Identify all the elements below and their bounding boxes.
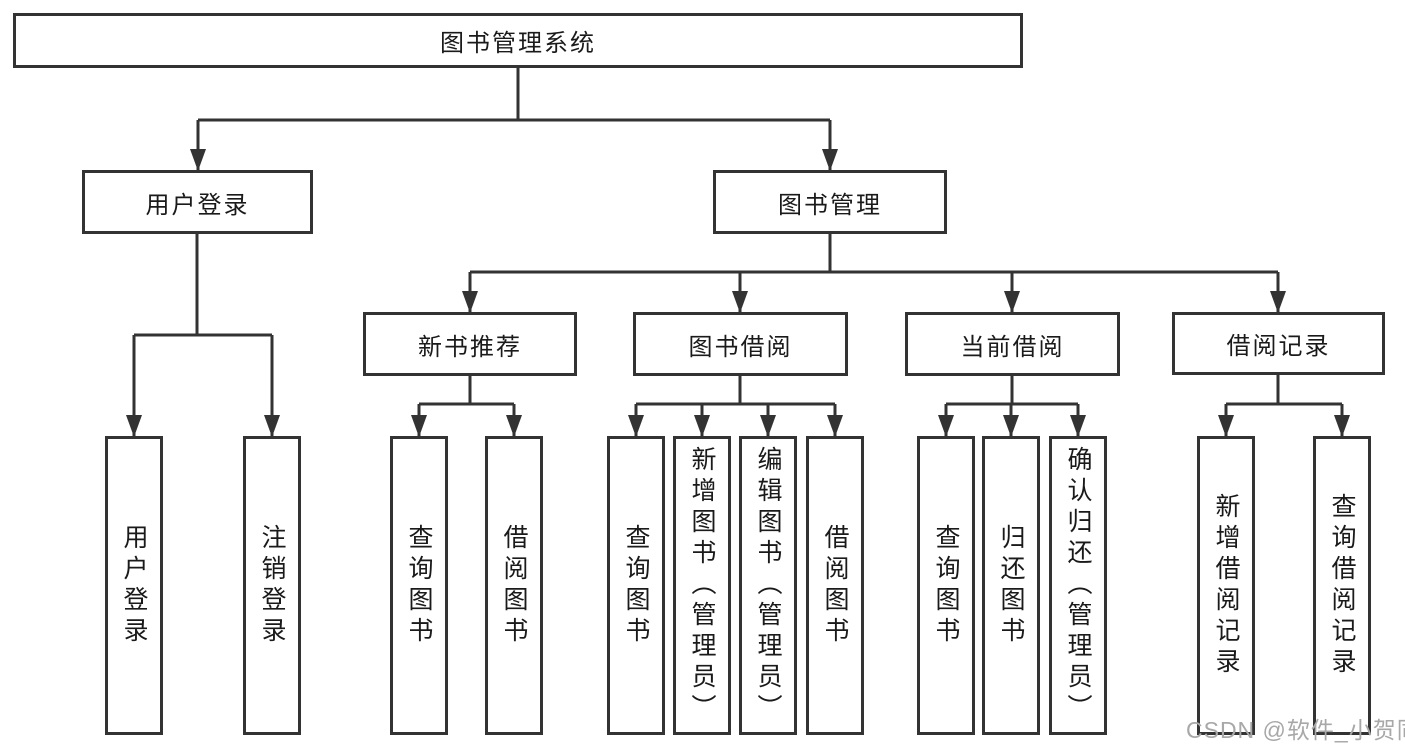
- node-leaf-bb-edit-books-admin-label: 编辑图书（管理员）: [754, 446, 782, 725]
- node-leaf-cb-return-books-label: 归还图书: [997, 523, 1025, 648]
- node-leaf-bb-borrow-books-label: 借阅图书: [821, 523, 849, 648]
- node-leaf-logout: 注销登录: [243, 436, 301, 735]
- node-book-borrow-label: 图书借阅: [688, 333, 793, 361]
- connector-current-borrow-children: [938, 376, 1086, 437]
- node-leaf-user-login-label: 用户登录: [120, 523, 148, 648]
- watermark-text: CSDN @软件_小贺同学: [1186, 717, 1405, 743]
- node-leaf-cb-query-books-label: 查询图书: [932, 523, 960, 648]
- connector-borrow-records-children: [1218, 375, 1350, 437]
- node-leaf-br-add-record: 新增借阅记录: [1197, 436, 1255, 735]
- node-book-management: 图书管理: [713, 170, 947, 234]
- node-leaf-br-query-record: 查询借阅记录: [1313, 436, 1371, 735]
- node-leaf-bb-add-books-admin-label: 新增图书（管理员）: [688, 446, 716, 725]
- connector-user-login-children: [126, 234, 280, 437]
- node-leaf-nb-query-books-label: 查询图书: [405, 523, 433, 648]
- node-new-book-recommend: 新书推荐: [363, 312, 577, 376]
- node-leaf-bb-edit-books-admin: 编辑图书（管理员）: [739, 436, 797, 735]
- node-user-login: 用户登录: [82, 170, 313, 234]
- connector-new-book-children: [411, 376, 522, 437]
- node-root-label: 图书管理系统: [440, 30, 596, 57]
- node-leaf-bb-query-books-label: 查询图书: [622, 523, 650, 648]
- node-leaf-cb-return-books: 归还图书: [982, 436, 1040, 735]
- node-leaf-nb-query-books: 查询图书: [390, 436, 448, 735]
- connector-book-management-to-level3: [462, 234, 1286, 313]
- node-current-borrow: 当前借阅: [905, 312, 1120, 376]
- node-leaf-cb-confirm-return-admin-label: 确认归还（管理员）: [1064, 446, 1092, 725]
- node-leaf-bb-query-books: 查询图书: [607, 436, 665, 735]
- node-borrow-records: 借阅记录: [1172, 312, 1385, 375]
- node-leaf-cb-confirm-return-admin: 确认归还（管理员）: [1049, 436, 1107, 735]
- connector-book-borrow-children: [628, 376, 843, 437]
- node-leaf-nb-borrow-books: 借阅图书: [485, 436, 543, 735]
- connector-root-to-level2: [190, 68, 838, 171]
- node-book-borrow: 图书借阅: [633, 312, 848, 376]
- node-leaf-bb-add-books-admin: 新增图书（管理员）: [673, 436, 731, 735]
- node-leaf-br-add-record-label: 新增借阅记录: [1212, 492, 1240, 679]
- node-new-book-recommend-label: 新书推荐: [418, 333, 522, 361]
- node-leaf-br-query-record-label: 查询借阅记录: [1328, 492, 1356, 679]
- node-borrow-records-label: 借阅记录: [1226, 333, 1331, 360]
- node-leaf-logout-label: 注销登录: [258, 523, 286, 648]
- node-user-login-label: 用户登录: [145, 191, 250, 219]
- node-current-borrow-label: 当前借阅: [960, 333, 1065, 361]
- node-book-management-label: 图书管理: [778, 191, 882, 219]
- node-root: 图书管理系统: [13, 13, 1023, 68]
- node-leaf-cb-query-books: 查询图书: [917, 436, 975, 735]
- node-leaf-nb-borrow-books-label: 借阅图书: [500, 523, 528, 648]
- node-leaf-bb-borrow-books: 借阅图书: [806, 436, 864, 735]
- node-leaf-user-login: 用户登录: [105, 436, 163, 735]
